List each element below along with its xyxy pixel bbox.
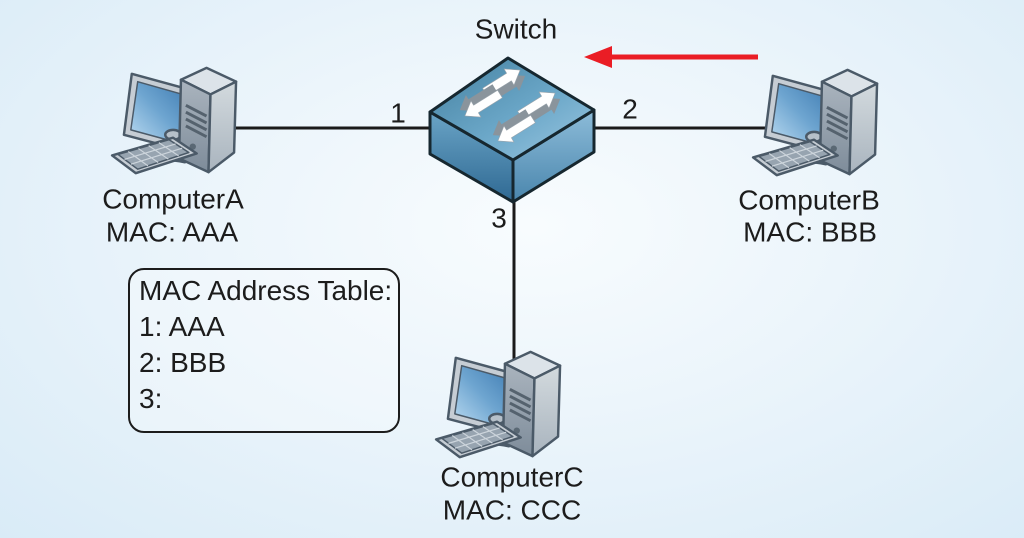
red-left-arrow-icon bbox=[584, 46, 758, 68]
mac-table-title: MAC Address Table: bbox=[139, 275, 393, 306]
computerB-mac-label: MAC: BBB bbox=[743, 216, 877, 248]
mac-table-entry-1: 1: AAA bbox=[139, 311, 225, 342]
computerC-name-label: ComputerC bbox=[440, 461, 584, 493]
switch-icon bbox=[428, 56, 596, 204]
port1-label: 1 bbox=[390, 97, 406, 129]
computerA-mac-label: MAC: AAA bbox=[105, 216, 239, 248]
computerA-icon bbox=[110, 66, 238, 175]
port2-label: 2 bbox=[622, 93, 638, 125]
switch-label: Switch bbox=[474, 13, 558, 45]
mac-table-entry-3: 3: bbox=[139, 383, 163, 414]
computerA-name-label: ComputerA bbox=[102, 183, 244, 215]
computerB-name-label: ComputerB bbox=[738, 184, 880, 216]
mac-address-table: MAC Address Table: 1: AAA 2: BBB 3: bbox=[128, 268, 400, 433]
mac-table-entry-2: 2: BBB bbox=[139, 347, 227, 378]
computerC-icon bbox=[434, 350, 562, 459]
computerB-icon bbox=[751, 68, 879, 177]
port3-label: 3 bbox=[491, 202, 507, 234]
computerC-mac-label: MAC: CCC bbox=[442, 494, 582, 526]
